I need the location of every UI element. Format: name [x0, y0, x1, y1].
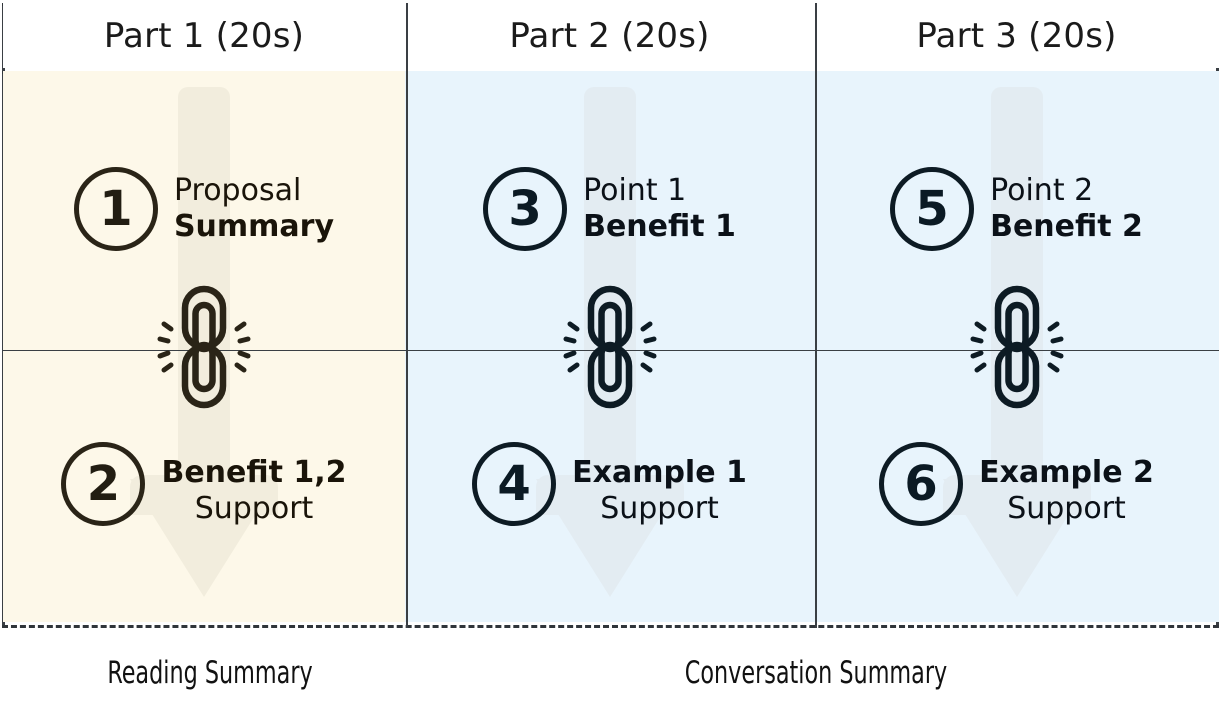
header-part-3: Part 3 (20s) — [916, 15, 1117, 56]
cell-part1-bottom: 2 Benefit 1,2 Support — [3, 347, 405, 623]
column-part-1: 1 Proposal Summary 2 Benefit 1,2 Support — [3, 71, 405, 622]
cell-text-block: Example 1 Support — [572, 455, 747, 526]
chain-link-icon — [157, 285, 251, 409]
arrow-head — [130, 479, 278, 597]
step-badge-5: 5 — [890, 166, 975, 251]
cell-text-block: Point 1 Benefit 1 — [583, 173, 736, 244]
cell-part2-bottom: 4 Example 1 Support — [405, 347, 814, 623]
frame-border-bottom-dashed — [2, 625, 1219, 628]
step-badge-4: 4 — [472, 442, 557, 527]
step-badge-1: 1 — [73, 166, 158, 251]
cell-line-secondary: Support — [600, 490, 719, 526]
step-badge-3: 3 — [483, 166, 568, 251]
cell-part1-top: 1 Proposal Summary — [3, 71, 405, 347]
cell-part2-top: 3 Point 1 Benefit 1 — [405, 71, 814, 347]
cell-line-primary: Point 1 — [583, 173, 687, 209]
cell-line-primary: Point 2 — [990, 173, 1094, 209]
cell-line-secondary: Support — [194, 490, 314, 526]
cell-text-block: Point 2 Benefit 2 — [990, 173, 1143, 244]
cell-line-primary: Example 1 — [572, 455, 747, 491]
column-part-2: 3 Point 1 Benefit 1 4 Example 1 Support — [405, 71, 814, 622]
arrow-head — [535, 479, 684, 597]
cell-line-secondary: Summary — [173, 208, 335, 244]
step-badge-2: 2 — [61, 442, 146, 527]
column-part-3: 5 Point 2 Benefit 2 6 Example 2 Support — [814, 71, 1219, 622]
cell-line-secondary: Benefit 2 — [990, 208, 1143, 244]
chain-link-icon — [563, 285, 656, 409]
header-part-2: Part 2 (20s) — [509, 15, 710, 56]
column-divider-2 — [815, 3, 818, 628]
step-badge-6: 6 — [879, 442, 964, 527]
cell-text-block: Benefit 1,2 Support — [161, 455, 346, 526]
cell-part3-top: 5 Point 2 Benefit 2 — [814, 71, 1219, 347]
cell-line-secondary: Support — [1007, 490, 1126, 526]
cell-part3-bottom: 6 Example 2 Support — [814, 347, 1219, 623]
cell-line-primary: Example 2 — [979, 455, 1154, 491]
cell-line-primary: Benefit 1,2 — [161, 455, 347, 491]
body-row: 1 Proposal Summary 2 Benefit 1,2 Support — [3, 71, 1219, 622]
cell-line-primary: Proposal — [173, 173, 302, 209]
header-part-1: Part 1 (20s) — [103, 15, 305, 56]
header-row: Part 1 (20s) Part 2 (20s) Part 3 (20s) — [3, 3, 1219, 68]
chain-link-icon — [970, 285, 1063, 409]
arrow-head — [942, 479, 1091, 597]
cell-text-block: Example 2 Support — [979, 455, 1154, 526]
cell-text-block: Proposal Summary — [174, 173, 334, 244]
column-divider-1 — [406, 3, 409, 628]
cell-line-secondary: Benefit 1 — [583, 208, 736, 244]
caption-conversation-summary: Conversation Summary — [684, 655, 948, 691]
caption-reading-summary: Reading Summary — [107, 655, 313, 691]
